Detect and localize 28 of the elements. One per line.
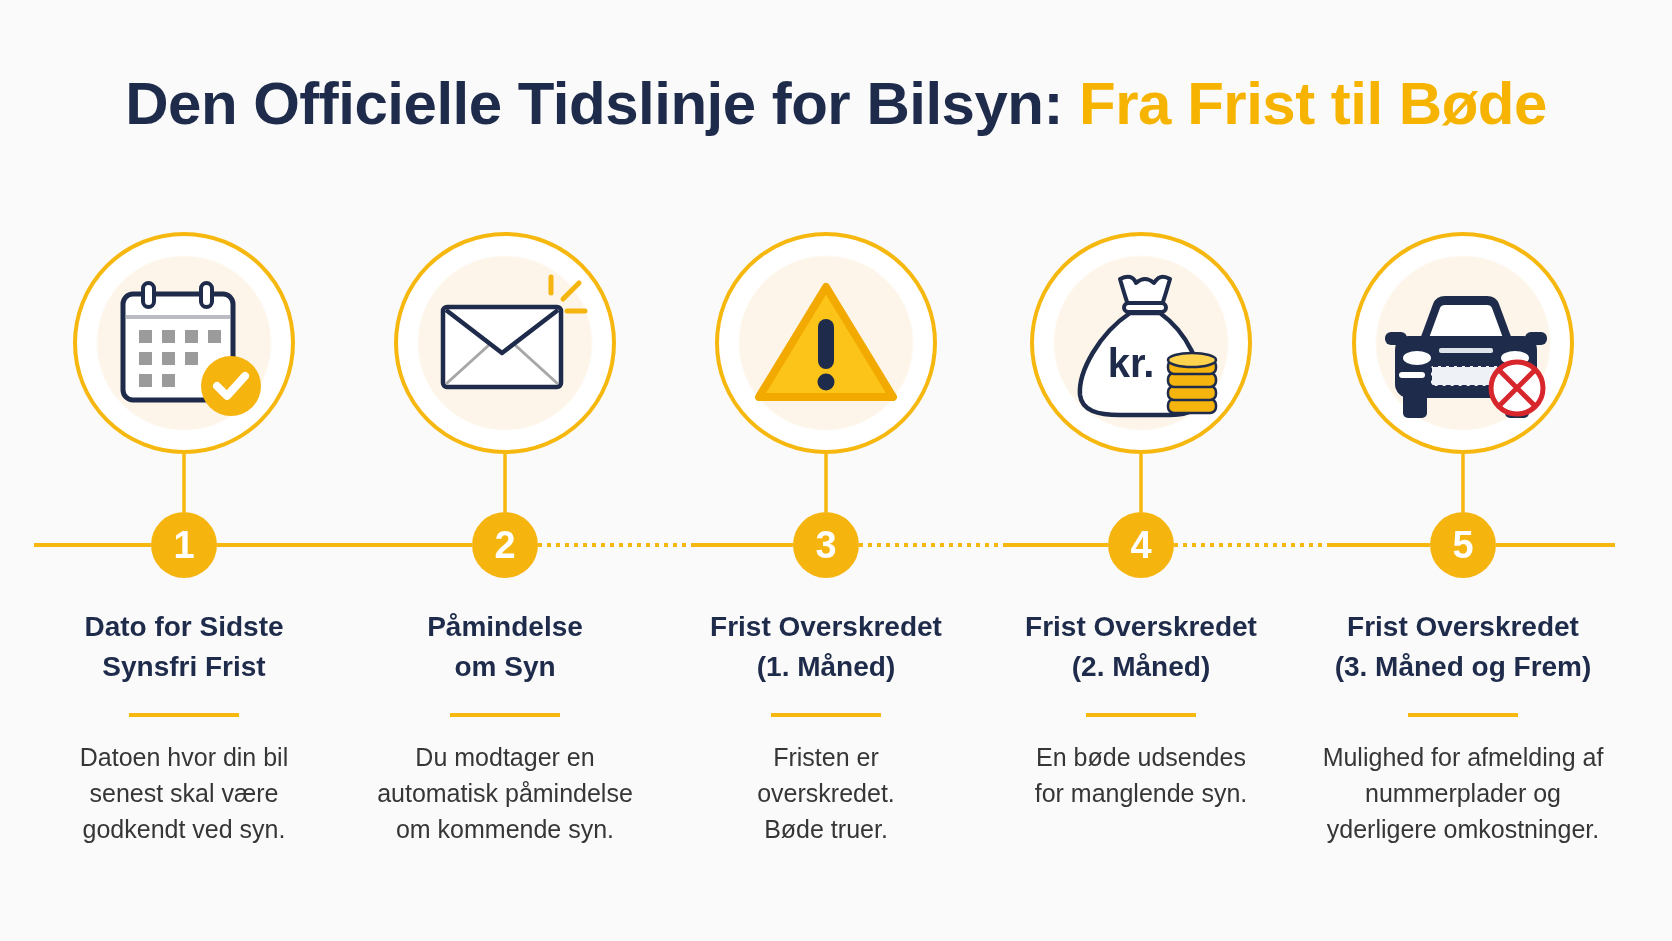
step-description: Du modtager en automatisk påmindelse om kommende syn. [376,742,634,845]
currency-text: kr. [1107,343,1155,383]
connector-line [503,454,507,512]
step-description: Fristen er overskredet. Bøde truer. [756,742,896,845]
step-heading: Frist Overskredet (1. Måned) [709,610,943,684]
step-number: 4 [1108,512,1174,578]
step-description: En bøde udsendes for manglende syn. [1033,742,1249,809]
step-number: 3 [793,512,859,578]
title: Den Officielle Tidslinje for Bilsyn: Fra Frist til Bøde [125,70,1547,138]
connector-line [824,454,828,512]
timeline-line [859,543,1108,547]
connector-line [1461,454,1465,512]
step-heading: Påmindelse om Syn [426,610,584,684]
step-description: Mulighed for afmelding af nummerplader og yderligere omkostninger. [1322,742,1604,845]
step-number: 1 [151,512,217,578]
connector-line [1139,454,1143,512]
step-number: 2 [472,512,538,578]
timeline-line [217,543,472,547]
timeline-line [1496,543,1615,547]
step-description: Datoen hvor din bil senest skal være godkendt ved syn. [78,742,290,845]
timeline-line [538,543,793,547]
connector-line [182,454,186,512]
step-heading: Dato for Sidste Synsfri Frist [83,610,285,684]
step-number: 5 [1430,512,1496,578]
step-heading: Frist Overskredet (2. Måned) [1024,610,1258,684]
step-heading: Frist Overskredet (3. Måned og Frem) [1333,610,1593,684]
timeline-line [1174,543,1430,547]
timeline-line [34,543,151,547]
